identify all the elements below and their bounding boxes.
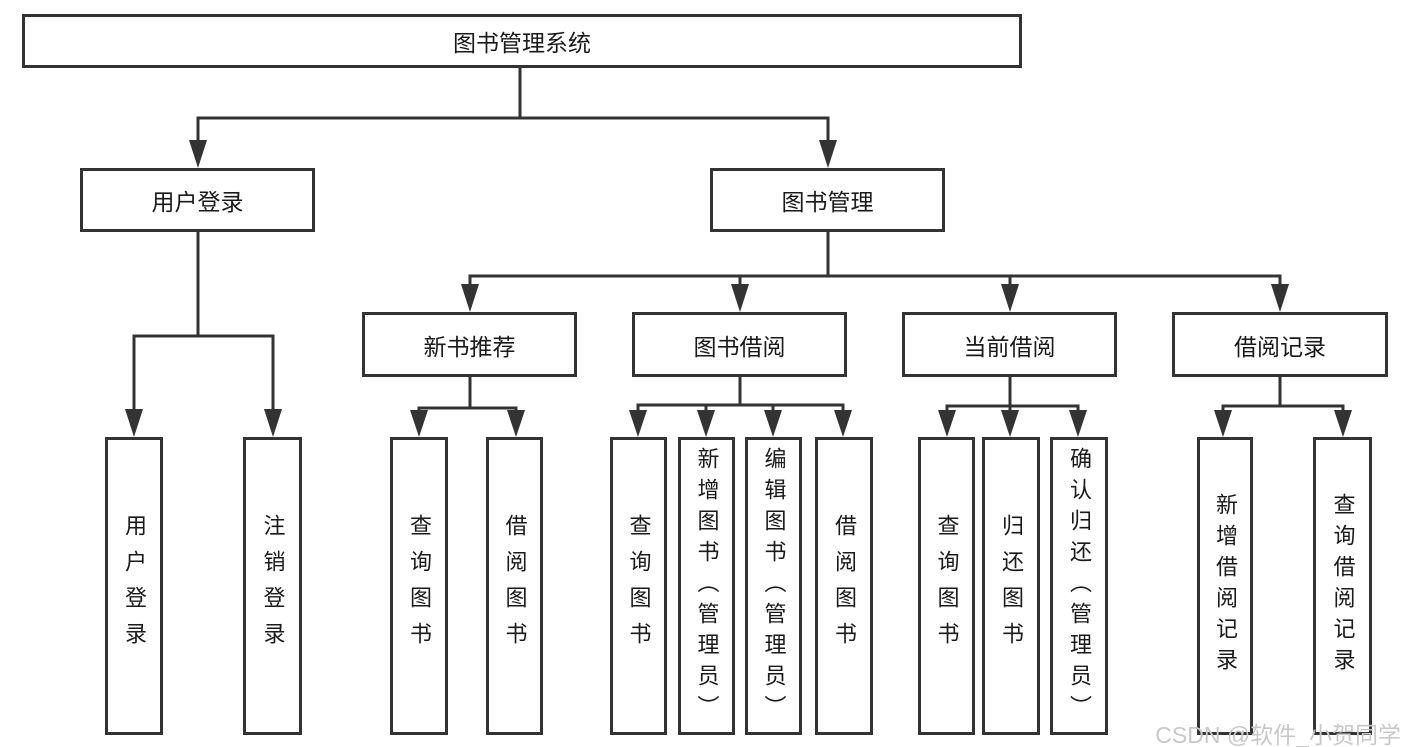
leaf-add-book-admin-label: 新增图书（管理员） <box>694 446 720 726</box>
leaf-query-books-recommend: 查询图书 <box>390 437 448 735</box>
leaf-confirm-return-admin: 确认归还（管理员） <box>1050 437 1108 735</box>
leaf-borrow-books-label: 借阅图书 <box>832 514 857 658</box>
node-new-book-recommend-label: 新书推荐 <box>423 333 516 360</box>
leaf-add-book-admin: 新增图书（管理员） <box>678 437 735 735</box>
connector-root-to-level2 <box>189 68 837 168</box>
node-book-management: 图书管理 <box>710 168 945 232</box>
node-current-borrowing: 当前借阅 <box>902 312 1117 377</box>
leaf-borrow-books-recommend-label: 借阅图书 <box>502 514 528 658</box>
connector-user-login-to-leaves <box>125 232 282 437</box>
leaf-query-books-current-label: 查询图书 <box>934 514 960 658</box>
leaf-return-books-label: 归还图书 <box>999 514 1024 658</box>
leaf-confirm-return-admin-label: 确认归还（管理员） <box>1067 446 1092 726</box>
leaf-borrow-books: 借阅图书 <box>815 437 873 735</box>
node-user-login: 用户登录 <box>80 168 315 232</box>
node-root-label: 图书管理系统 <box>453 30 591 56</box>
connector-book-mgmt-to-level3 <box>461 232 1289 312</box>
leaf-query-books-borrow-label: 查询图书 <box>626 514 652 658</box>
node-new-book-recommend: 新书推荐 <box>362 312 577 377</box>
connector-book-borrow-to-leaves <box>629 377 852 437</box>
leaf-query-books-recommend-label: 查询图书 <box>407 514 432 658</box>
leaf-add-borrow-record-label: 新增借阅记录 <box>1213 493 1238 679</box>
leaf-user-login-label: 用户登录 <box>122 514 147 658</box>
connector-records-to-leaves <box>1214 377 1352 437</box>
node-current-borrowing-label: 当前借阅 <box>963 333 1056 360</box>
connector-new-book-to-leaves <box>410 377 525 437</box>
leaf-edit-book-admin-label: 编辑图书（管理员） <box>761 446 787 726</box>
node-book-borrowing: 图书借阅 <box>632 312 847 377</box>
leaf-return-books: 归还图书 <box>982 437 1040 735</box>
node-book-management-label: 图书管理 <box>781 189 874 215</box>
leaf-query-borrow-record-label: 查询借阅记录 <box>1330 493 1356 679</box>
leaf-user-login: 用户登录 <box>105 437 163 735</box>
node-borrowing-records: 借阅记录 <box>1172 312 1388 377</box>
leaf-query-books-borrow: 查询图书 <box>610 437 667 735</box>
leaf-logout: 注销登录 <box>243 437 302 735</box>
leaf-query-books-current: 查询图书 <box>918 437 975 735</box>
node-borrowing-records-label: 借阅记录 <box>1234 333 1326 360</box>
node-book-borrowing-label: 图书借阅 <box>693 333 786 360</box>
leaf-borrow-books-recommend: 借阅图书 <box>486 437 543 735</box>
leaf-query-borrow-record: 查询借阅记录 <box>1313 437 1372 735</box>
leaf-add-borrow-record: 新增借阅记录 <box>1197 437 1253 735</box>
node-root-system: 图书管理系统 <box>22 14 1022 68</box>
leaf-edit-book-admin: 编辑图书（管理员） <box>745 437 802 735</box>
watermark: CSDN @软件_小贺同学 <box>1155 722 1401 747</box>
leaf-logout-label: 注销登录 <box>260 514 286 658</box>
node-user-login-label: 用户登录 <box>151 189 244 215</box>
connector-current-borrow-to-leaves <box>938 377 1087 437</box>
